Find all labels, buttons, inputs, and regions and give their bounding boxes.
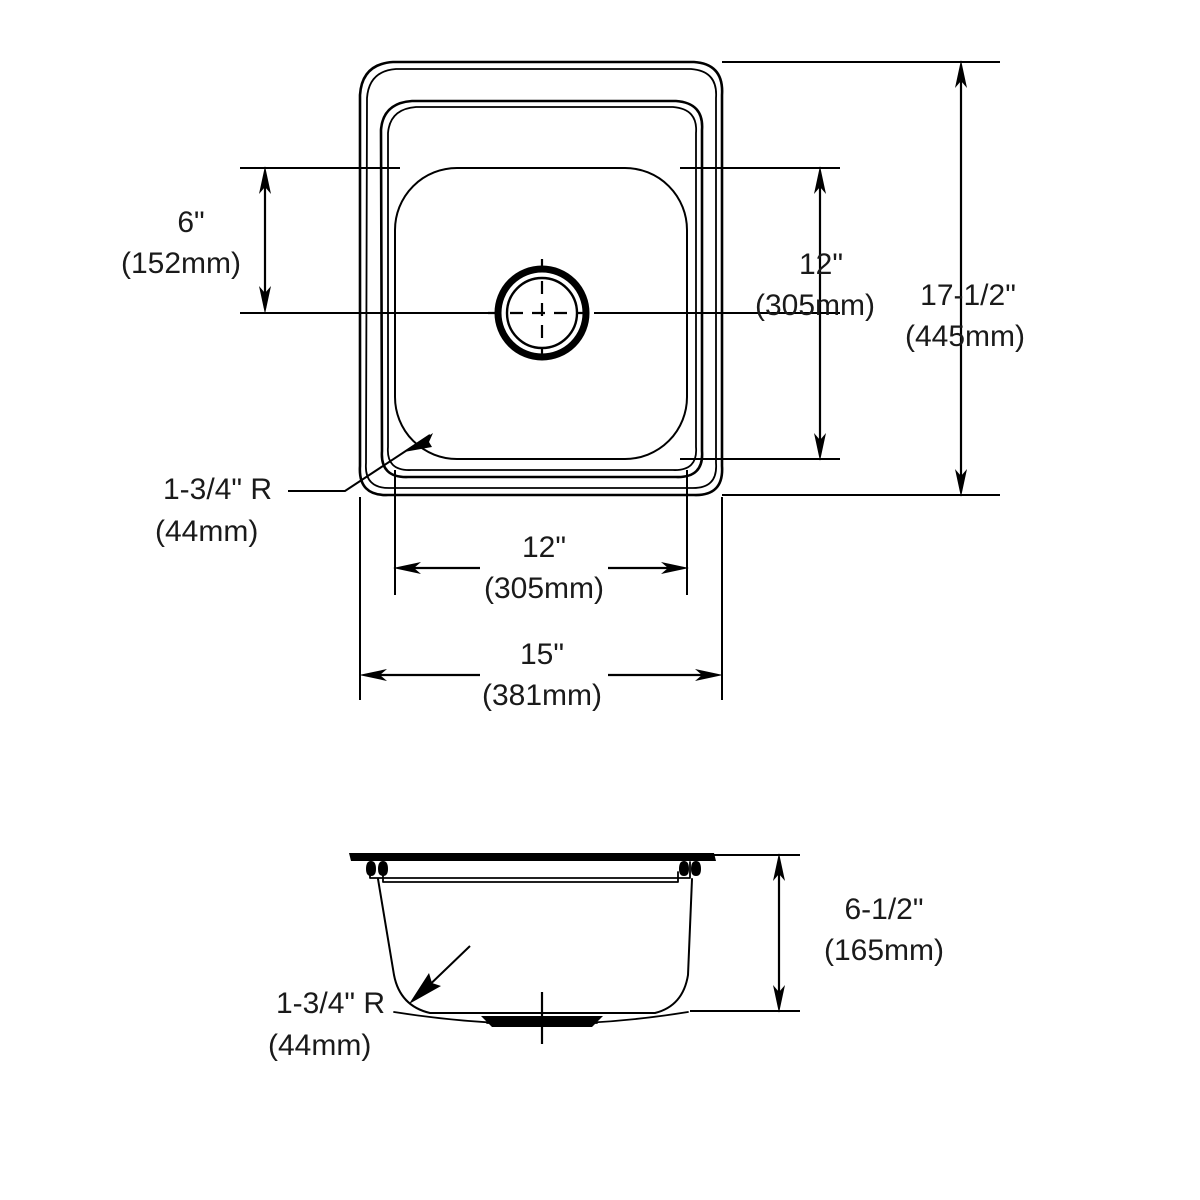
mounting-clip-left-b bbox=[378, 861, 388, 876]
dim-label-17half-imperial: 17-1/2" bbox=[920, 279, 1016, 312]
arrow-6half-top bbox=[773, 853, 785, 881]
arrow-6half-bottom bbox=[773, 985, 785, 1013]
top-view-group: 6" (152mm) 12" (305mm) 17-1/2" (445mm) 1… bbox=[121, 60, 1025, 712]
dim-label-radius-top-imperial: 1-3/4" R bbox=[163, 473, 272, 506]
mounting-clip-right-a bbox=[679, 861, 689, 876]
dim-label-radius-side-imperial: 1-3/4" R bbox=[276, 987, 385, 1020]
dim-label-radius-side-metric: (44mm) bbox=[268, 1029, 371, 1062]
dim-label-12in-vert-imperial: 12" bbox=[799, 248, 843, 281]
dim-label-15in-imperial: 15" bbox=[520, 638, 564, 671]
side-rim-underlip-2 bbox=[382, 871, 679, 883]
dim-label-6half-imperial: 6-1/2" bbox=[844, 893, 923, 926]
dim-label-6in-imperial: 6" bbox=[177, 206, 204, 239]
dim-label-6in-metric: (152mm) bbox=[121, 247, 241, 280]
rim-inner-edge-inner bbox=[387, 106, 697, 471]
dim-label-12in-vert-metric: (305mm) bbox=[755, 289, 875, 322]
dim-label-12in-horiz-imperial: 12" bbox=[522, 531, 566, 564]
dim-label-15in-metric: (381mm) bbox=[482, 679, 602, 712]
dim-label-6half-metric: (165mm) bbox=[824, 934, 944, 967]
arrow-radius-top-view bbox=[404, 433, 433, 452]
dim-label-12in-horiz-metric: (305mm) bbox=[484, 572, 604, 605]
rim-inner-edge bbox=[379, 99, 704, 479]
arrow-12in-vert-bottom bbox=[814, 433, 826, 461]
arrow-17half-bottom bbox=[955, 469, 967, 497]
side-rim-underlip bbox=[369, 861, 691, 879]
mounting-clip-left-a bbox=[366, 861, 376, 876]
arrow-15in-left bbox=[359, 669, 387, 681]
dim-label-radius-top-metric: (44mm) bbox=[155, 515, 258, 548]
leader-radius-top-view bbox=[288, 434, 431, 492]
side-view-group: 6-1/2" (165mm) 1-3/4" R (44mm) bbox=[268, 853, 944, 1062]
arrow-12in-horiz-right bbox=[661, 562, 689, 574]
arrow-6in-top bbox=[259, 166, 271, 194]
rim-outer-edge-inner bbox=[365, 68, 717, 489]
dim-label-17half-metric: (445mm) bbox=[905, 320, 1025, 353]
arrow-12in-horiz-left bbox=[393, 562, 421, 574]
arrow-radius-side-view bbox=[409, 973, 441, 1004]
arrow-17half-top bbox=[955, 60, 967, 88]
rim-outer-edge bbox=[358, 60, 724, 497]
side-rim-plate bbox=[349, 853, 716, 861]
mounting-clip-right-b bbox=[691, 861, 701, 876]
arrow-15in-right bbox=[695, 669, 723, 681]
arrow-12in-vert-top bbox=[814, 166, 826, 194]
arrow-6in-bottom bbox=[259, 286, 271, 314]
